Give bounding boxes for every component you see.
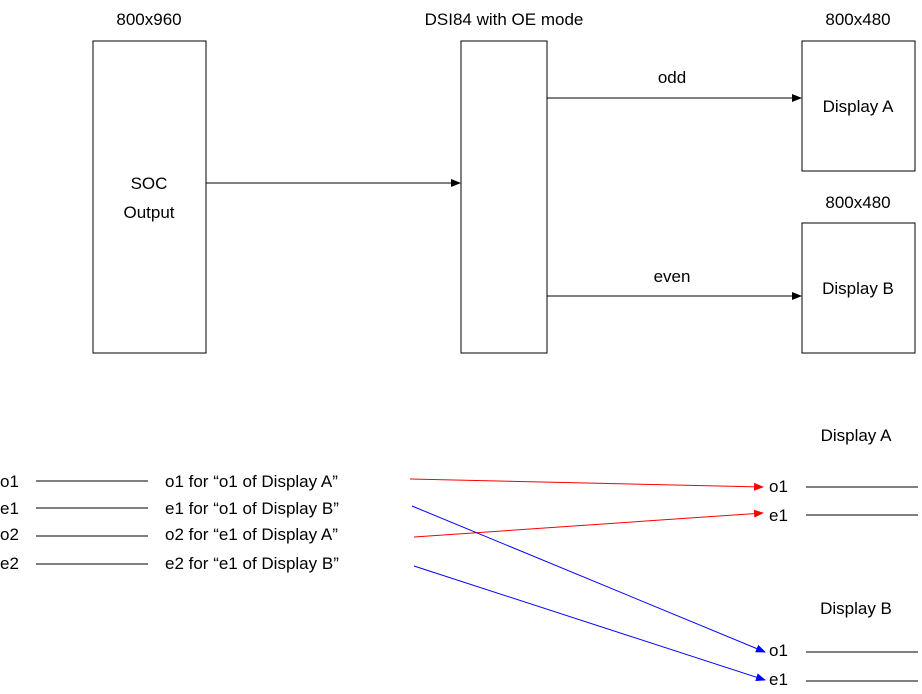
input-name-e2: e2 [0,554,19,573]
bridge-label: DSI84 with OE mode [425,10,584,29]
arrow-e2-to-display-b-e1 [413,565,766,682]
odd-label: odd [658,68,686,87]
display-b-line-e1-label: e1 [769,670,788,689]
mapping-display-b-title: Display B [820,599,892,618]
input-desc-o2: o2 for “e1 of Display A” [165,525,338,544]
dsi84-bridge-box [460,40,548,354]
display-b-label: Display B [822,279,894,298]
soc-label-line1: SOC [131,174,168,193]
input-name-o2: o2 [0,525,19,544]
input-desc-e2: e2 for “e1 of Display B” [165,554,339,573]
display-a-label: Display A [823,97,895,116]
arrow-o1-to-display-a-o1 [409,478,764,491]
input-desc-o1: o1 for “o1 of Display A” [165,472,338,491]
display-a-resolution: 800x480 [825,10,890,29]
arrow-e1-to-display-b-o1 [411,505,766,653]
display-b-box [801,222,916,354]
soc-resolution: 800x960 [116,10,181,29]
display-a-box [801,40,916,172]
even-label: even [654,267,691,286]
input-name-o1: o1 [0,472,19,491]
display-b-resolution: 800x480 [825,193,890,212]
mapping-display-a-title: Display A [821,426,893,445]
display-a-line-o1-label: o1 [769,477,788,496]
soc-label-line2: Output [123,203,174,222]
display-b-line-o1-label: o1 [769,641,788,660]
soc-output-box [92,40,207,354]
display-a-line-e1-label: e1 [769,506,788,525]
input-desc-e1: e1 for “o1 of Display B” [165,499,339,518]
arrow-o2-to-display-a-e1 [413,509,764,538]
input-name-e1: e1 [0,499,19,518]
